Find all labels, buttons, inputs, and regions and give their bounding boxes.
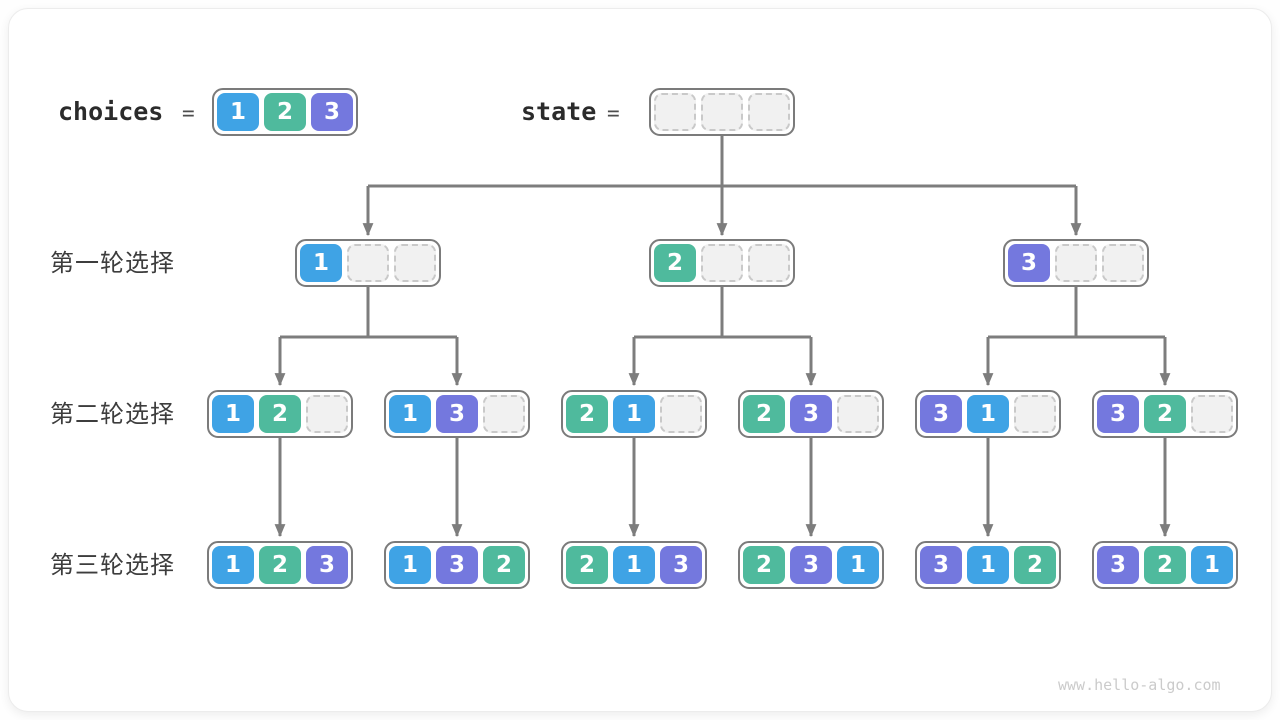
- round1-state-box-2: 2: [649, 239, 795, 287]
- value-cell-2: 2: [566, 395, 608, 433]
- value-cell-1: 1: [967, 395, 1009, 433]
- value-cell-3: 3: [790, 546, 832, 584]
- empty-cell: [1191, 395, 1233, 433]
- value-cell-2: 2: [743, 395, 785, 433]
- value-cell-1: 1: [389, 546, 431, 584]
- value-cell-2: 2: [264, 93, 306, 131]
- empty-cell: [654, 93, 696, 131]
- choices-equals-sign: =: [182, 101, 195, 125]
- value-cell-3: 3: [311, 93, 353, 131]
- value-cell-3: 3: [920, 546, 962, 584]
- value-cell-1: 1: [389, 395, 431, 433]
- value-cell-3: 3: [1097, 546, 1139, 584]
- empty-cell: [748, 244, 790, 282]
- value-cell-3: 3: [436, 546, 478, 584]
- row-label-round-2: 第二轮选择: [50, 401, 175, 428]
- round1-state-box-1: 1: [295, 239, 441, 287]
- value-cell-1: 1: [967, 546, 1009, 584]
- round1-state-box-3: 3: [1003, 239, 1149, 287]
- value-cell-2: 2: [1014, 546, 1056, 584]
- value-cell-3: 3: [436, 395, 478, 433]
- empty-cell: [701, 244, 743, 282]
- empty-cell: [306, 395, 348, 433]
- value-cell-2: 2: [483, 546, 525, 584]
- empty-cell: [1014, 395, 1056, 433]
- empty-cell: [748, 93, 790, 131]
- empty-cell: [1055, 244, 1097, 282]
- empty-cell: [701, 93, 743, 131]
- value-cell-2: 2: [1144, 546, 1186, 584]
- value-cell-2: 2: [1144, 395, 1186, 433]
- value-cell-2: 2: [743, 546, 785, 584]
- empty-cell: [837, 395, 879, 433]
- value-cell-1: 1: [613, 395, 655, 433]
- state-label: state: [521, 97, 597, 126]
- value-cell-2: 2: [566, 546, 608, 584]
- value-cell-3: 3: [1008, 244, 1050, 282]
- value-cell-1: 1: [1191, 546, 1233, 584]
- empty-cell: [660, 395, 702, 433]
- empty-cell: [394, 244, 436, 282]
- value-cell-2: 2: [259, 395, 301, 433]
- state-box: [649, 88, 795, 136]
- watermark-text: www.hello-algo.com: [1058, 676, 1221, 694]
- value-cell-3: 3: [660, 546, 702, 584]
- value-cell-1: 1: [212, 546, 254, 584]
- value-cell-3: 3: [920, 395, 962, 433]
- value-cell-2: 2: [259, 546, 301, 584]
- choices-label: choices: [58, 97, 164, 126]
- value-cell-3: 3: [790, 395, 832, 433]
- empty-cell: [347, 244, 389, 282]
- value-cell-1: 1: [613, 546, 655, 584]
- value-cell-1: 1: [837, 546, 879, 584]
- row-label-round-3: 第三轮选择: [50, 552, 175, 579]
- empty-cell: [1102, 244, 1144, 282]
- value-cell-1: 1: [217, 93, 259, 131]
- diagram-card: [8, 8, 1272, 712]
- state-equals-sign: =: [607, 101, 620, 125]
- row-label-round-1: 第一轮选择: [50, 250, 175, 277]
- value-cell-1: 1: [212, 395, 254, 433]
- empty-cell: [483, 395, 525, 433]
- value-cell-3: 3: [306, 546, 348, 584]
- value-cell-3: 3: [1097, 395, 1139, 433]
- value-cell-2: 2: [654, 244, 696, 282]
- value-cell-1: 1: [300, 244, 342, 282]
